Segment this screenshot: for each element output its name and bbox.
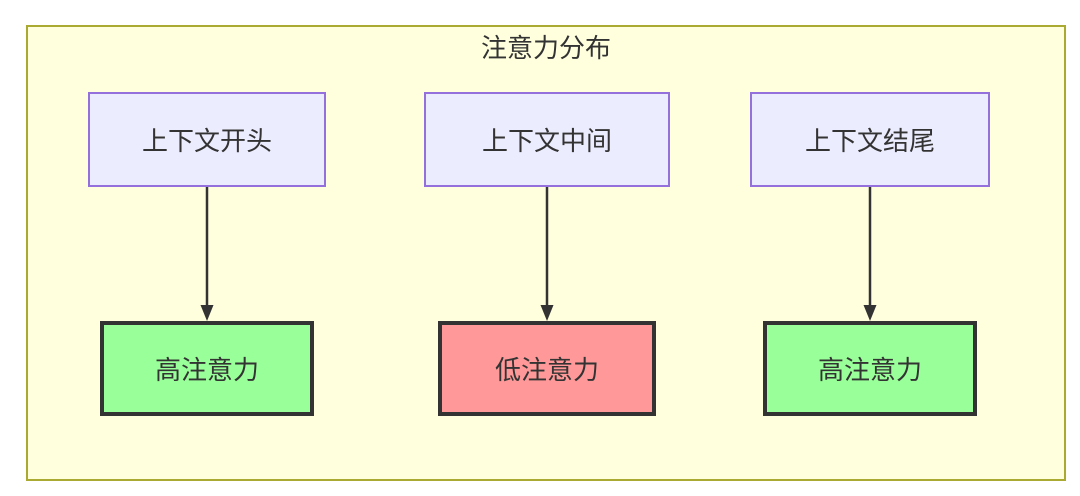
node-context-start: 上下文开头	[88, 92, 326, 187]
arrow-start-to-high-icon	[200, 187, 214, 321]
arrow-middle-to-low-icon	[540, 187, 554, 321]
node-high-attention-start: 高注意力	[100, 321, 314, 416]
node-context-end: 上下文结尾	[750, 92, 990, 187]
node-low-attention-middle: 低注意力	[438, 321, 656, 416]
subgraph-attention-distribution: 注意力分布 上下文开头 上下文中间 上下文结尾 高注意力 低注意力 高注意力	[26, 25, 1066, 481]
arrow-end-to-high-icon	[863, 187, 877, 321]
node-context-middle: 上下文中间	[424, 92, 670, 187]
diagram-title: 注意力分布	[480, 33, 611, 63]
node-high-attention-end: 高注意力	[763, 321, 977, 416]
